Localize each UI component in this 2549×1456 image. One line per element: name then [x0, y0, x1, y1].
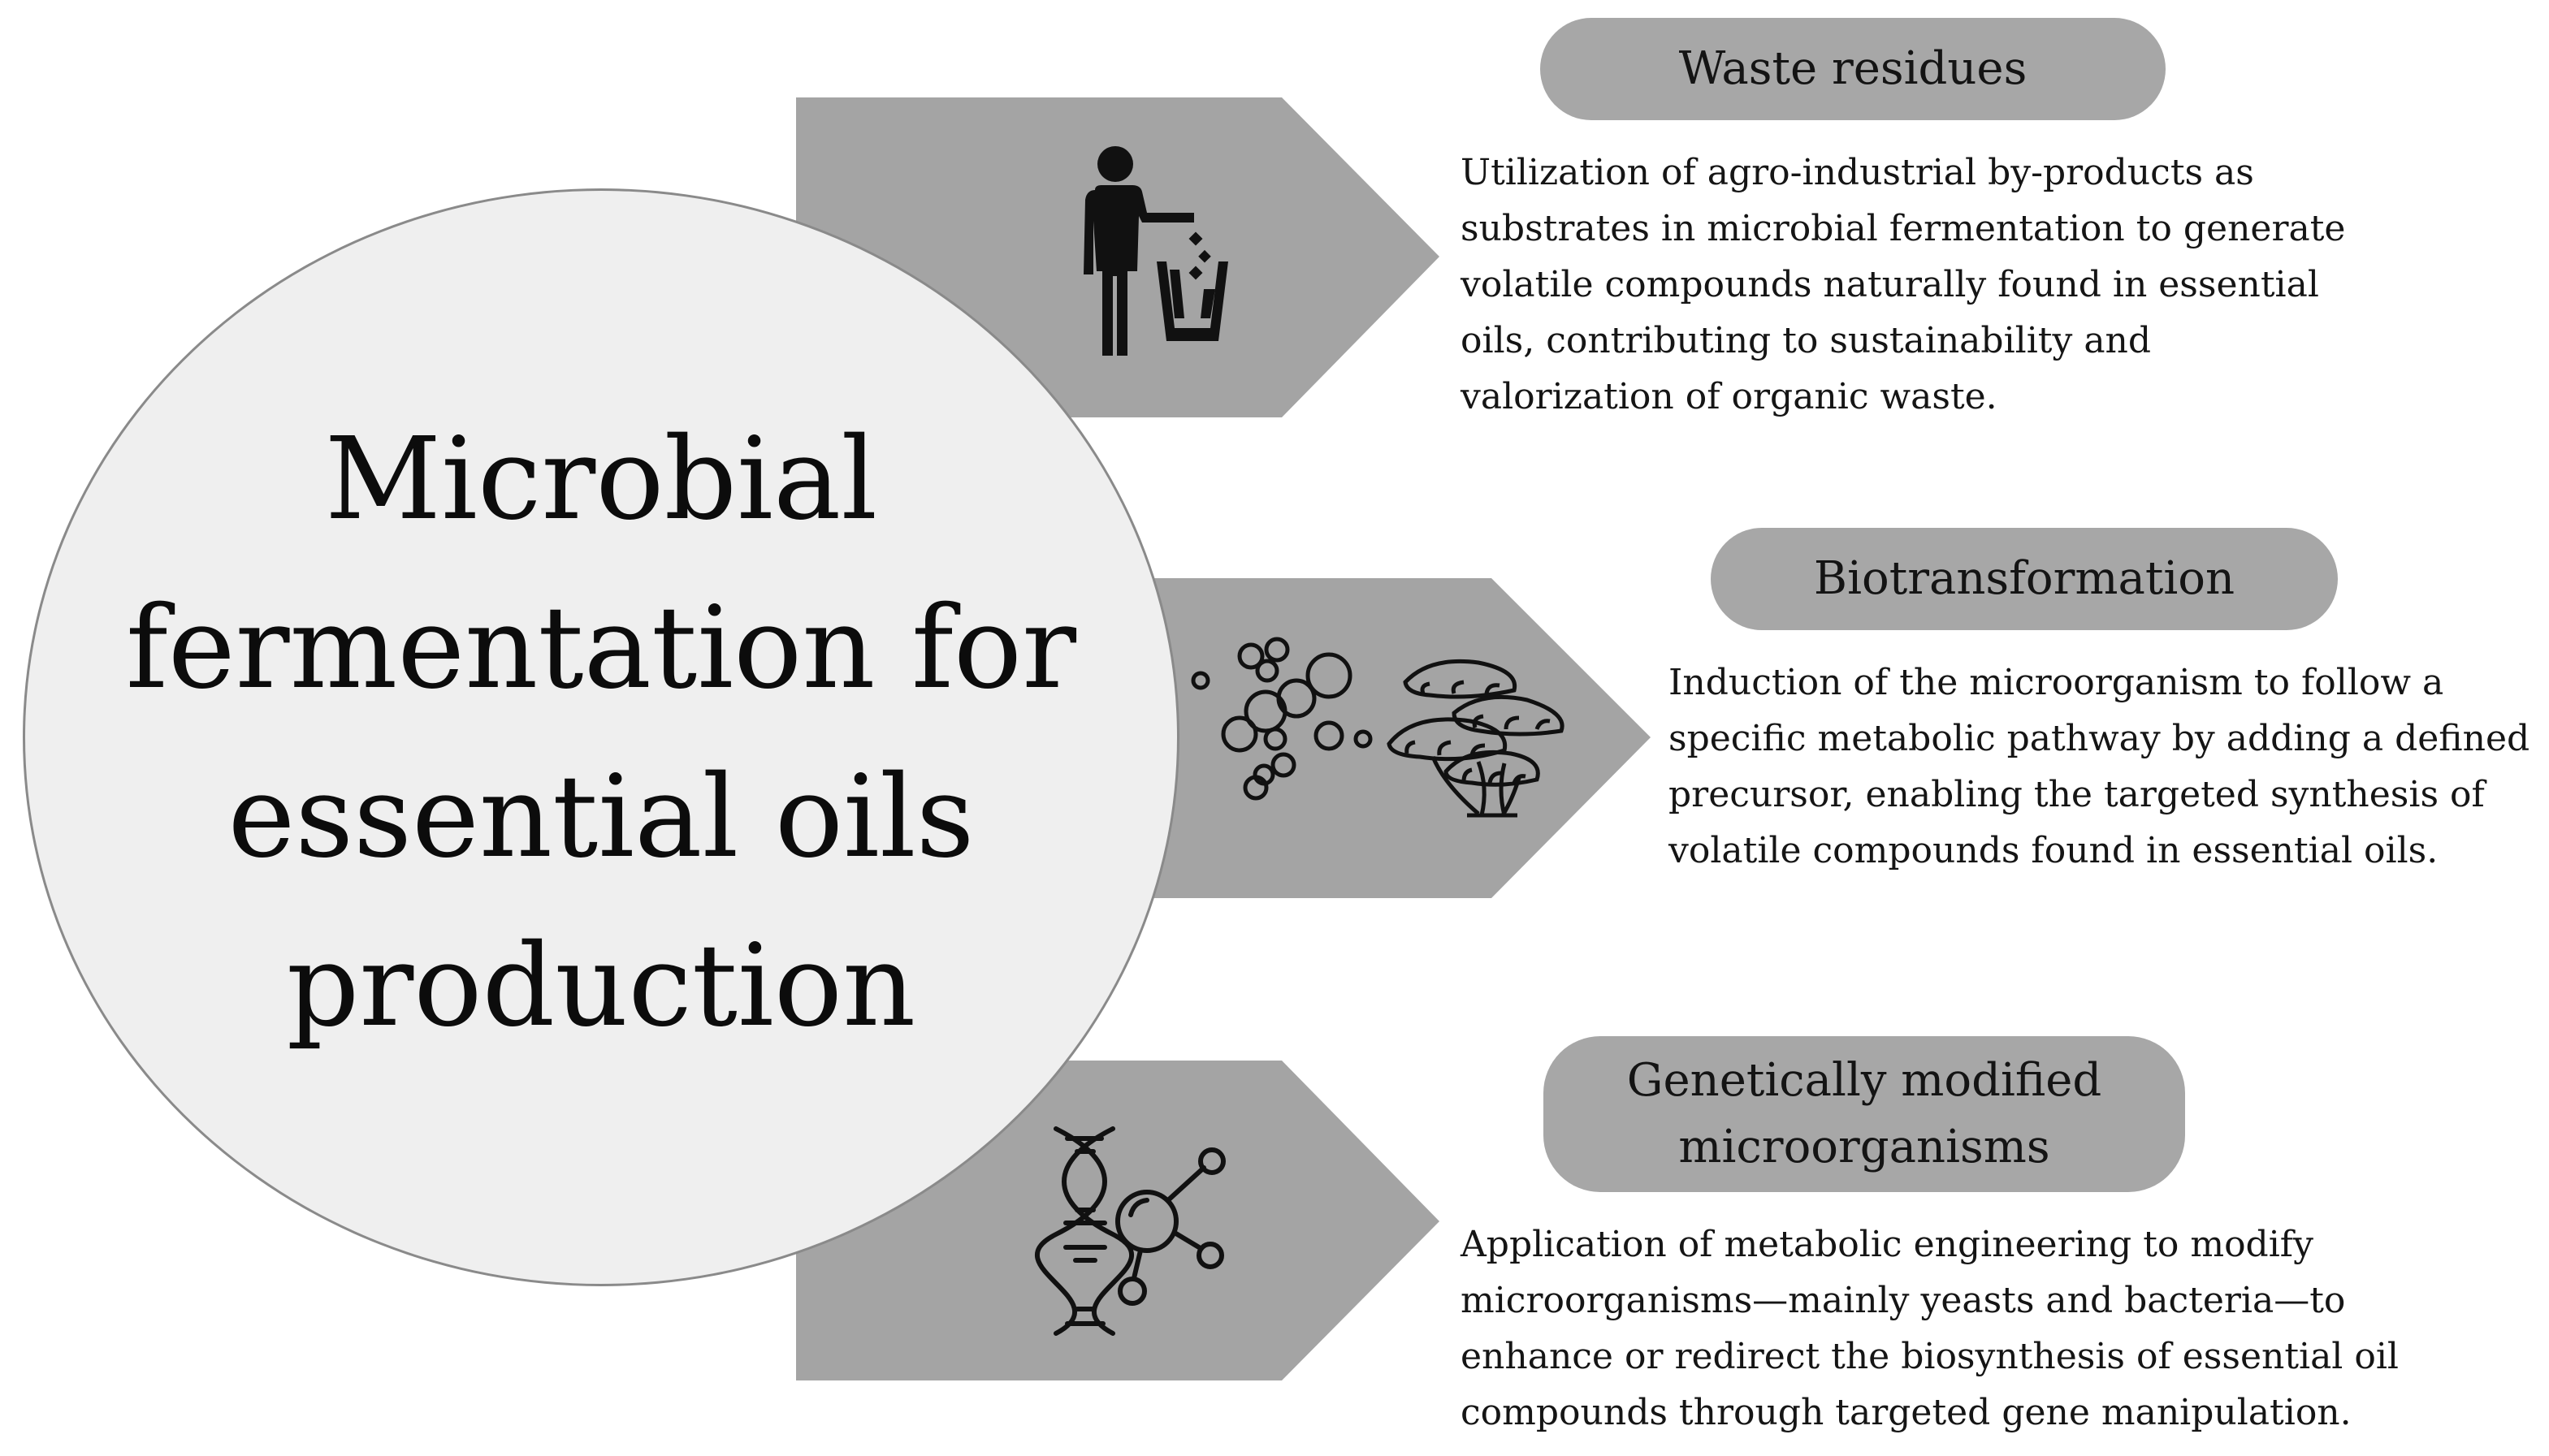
heading-genetically-modified: Genetically modified microorganisms: [1543, 1036, 2185, 1192]
description-line: precursor, enabling the targeted synthes…: [1668, 774, 2485, 815]
heading-waste-residues: Waste residues: [1540, 18, 2166, 120]
description-line: Induction of the microorganism to follow…: [1668, 662, 2444, 703]
central-title-line: Microbial: [324, 413, 878, 546]
description-waste-residues: Utilization of agro-industrial by-produc…: [1461, 145, 2345, 425]
description-line: volatile compounds found in essential oi…: [1668, 830, 2439, 871]
central-title-line: fermentation for: [125, 582, 1077, 715]
description-line: volatile compounds naturally found in es…: [1461, 264, 2319, 305]
central-title-line: essential oils: [227, 751, 975, 884]
description-line: specific metabolic pathway by adding a d…: [1668, 718, 2530, 759]
microbes-fungi-icon: [1191, 637, 1564, 818]
description-line: Utilization of agro-industrial by-produc…: [1461, 152, 2254, 193]
description-genetically-modified: Application of metabolic engineering to …: [1461, 1216, 2399, 1441]
heading-biotransformation: Biotransformation: [1711, 528, 2338, 630]
description-line: valorization of organic waste.: [1461, 376, 1997, 417]
central-title: Microbial fermentation for essential oil…: [93, 395, 1109, 1071]
description-biotransformation: Induction of the microorganism to follow…: [1668, 655, 2530, 879]
dna-molecule-icon: [1034, 1126, 1226, 1336]
description-line: oils, contributing to sustainability and: [1461, 320, 2152, 361]
central-circle: Microbial fermentation for essential oil…: [23, 188, 1179, 1286]
heading-label-line: microorganisms: [1678, 1121, 2050, 1173]
heading-label: Waste residues: [1678, 42, 2028, 95]
heading-label: Biotransformation: [1813, 552, 2235, 605]
person-trash-bin-icon: [1084, 146, 1228, 356]
description-line: enhance or redirect the biosynthesis of …: [1461, 1336, 2399, 1377]
heading-label-line: Genetically modified: [1626, 1054, 2102, 1107]
description-line: Application of metabolic engineering to …: [1461, 1224, 2313, 1265]
description-line: substrates in microbial fermentation to …: [1461, 208, 2346, 249]
description-line: microorganisms—mainly yeasts and bacteri…: [1461, 1280, 2346, 1321]
central-title-line: production: [286, 920, 916, 1052]
description-line: compounds through targeted gene manipula…: [1461, 1392, 2352, 1433]
